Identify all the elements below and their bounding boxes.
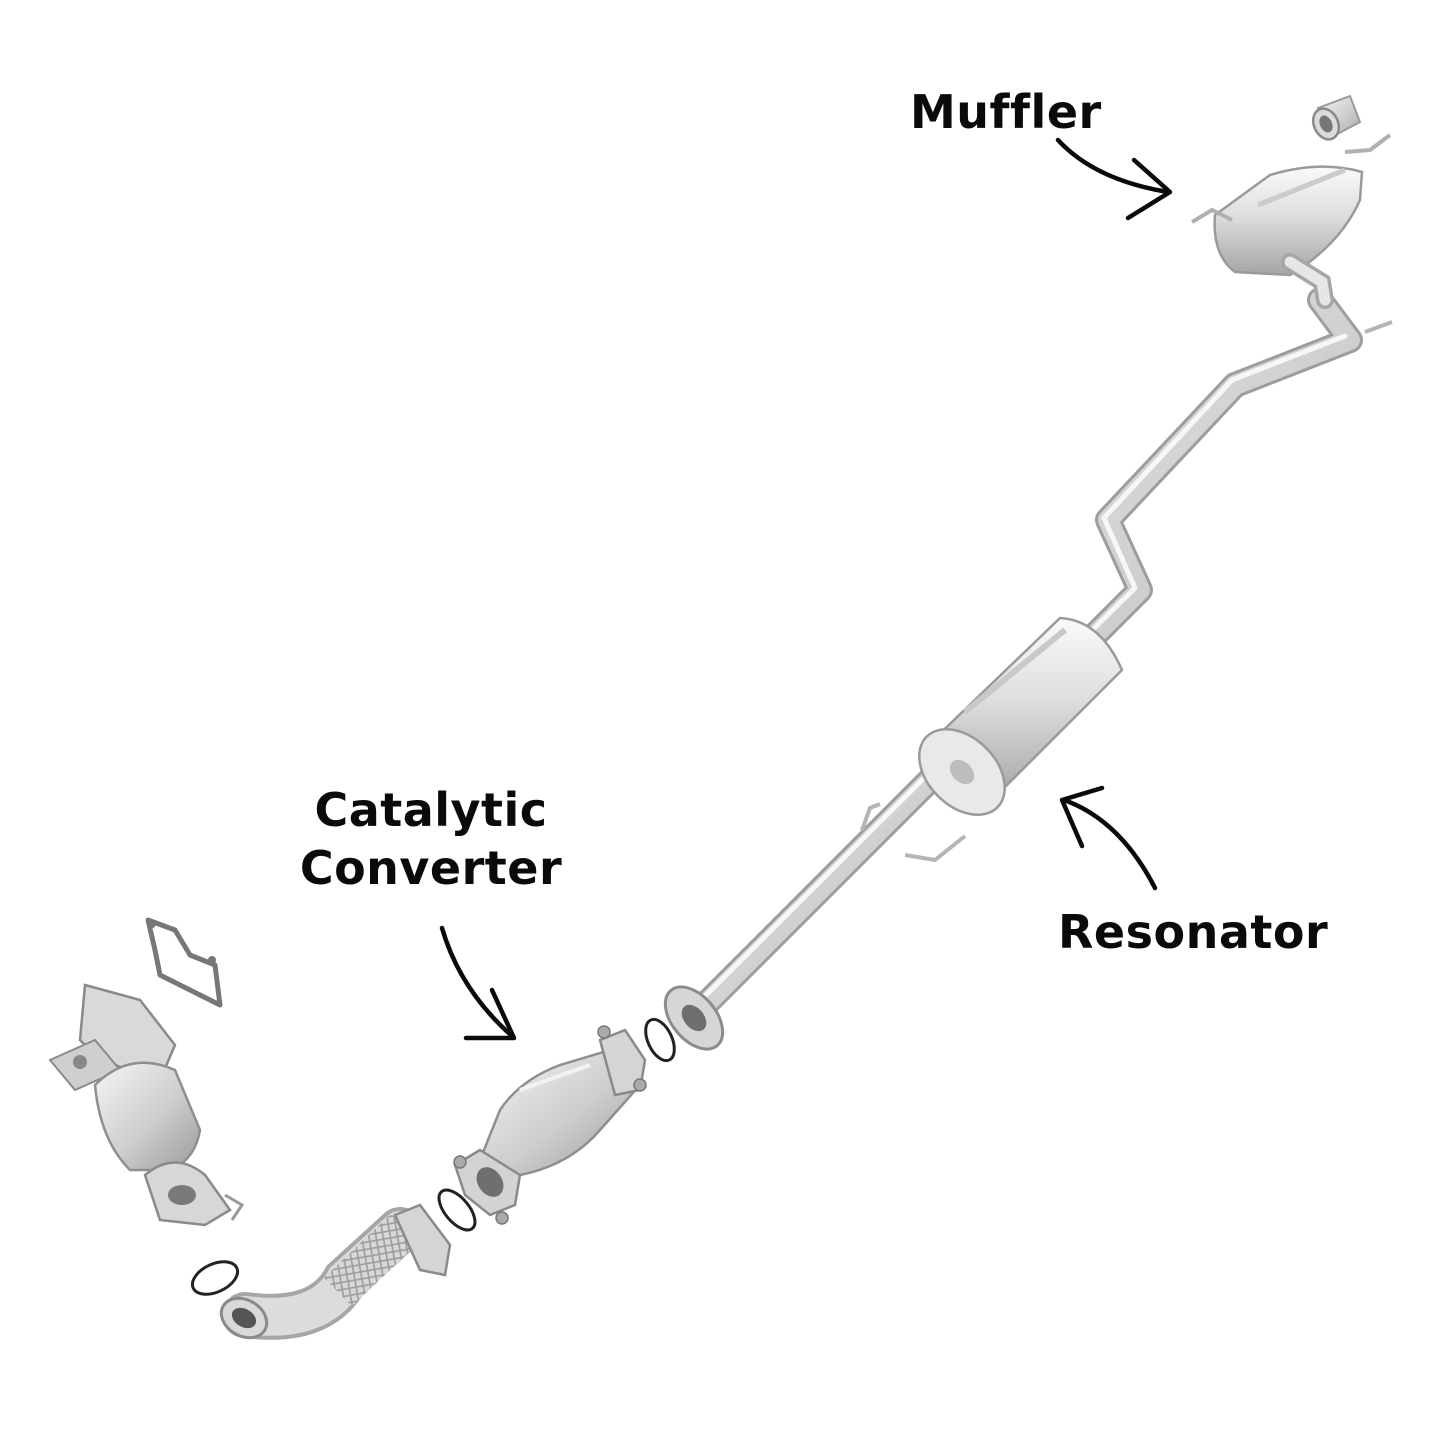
label-catalytic-converter-line1: Catalytic (314, 783, 548, 837)
gasket-rings (190, 1017, 676, 1296)
flex-pipe (219, 1203, 452, 1340)
muffler-tip (1311, 94, 1362, 141)
label-catalytic-converter: Catalytic Converter (296, 782, 566, 897)
arrow-resonator (1059, 785, 1158, 891)
label-muffler: Muffler (910, 85, 1102, 139)
muffler-body (1190, 133, 1392, 309)
manifold-gasket (145, 917, 223, 1008)
catalytic-converter (453, 1025, 647, 1225)
arrow-catalytic-converter (439, 925, 517, 1041)
label-catalytic-converter-line2: Converter (299, 840, 563, 895)
intermediate-pipe (687, 287, 1393, 1023)
exhaust-manifold (48, 983, 245, 1227)
label-resonator: Resonator (1058, 905, 1329, 959)
arrow-muffler (1055, 137, 1173, 221)
resonator-body (917, 616, 1124, 817)
pipe-inlet-flange (663, 985, 725, 1051)
